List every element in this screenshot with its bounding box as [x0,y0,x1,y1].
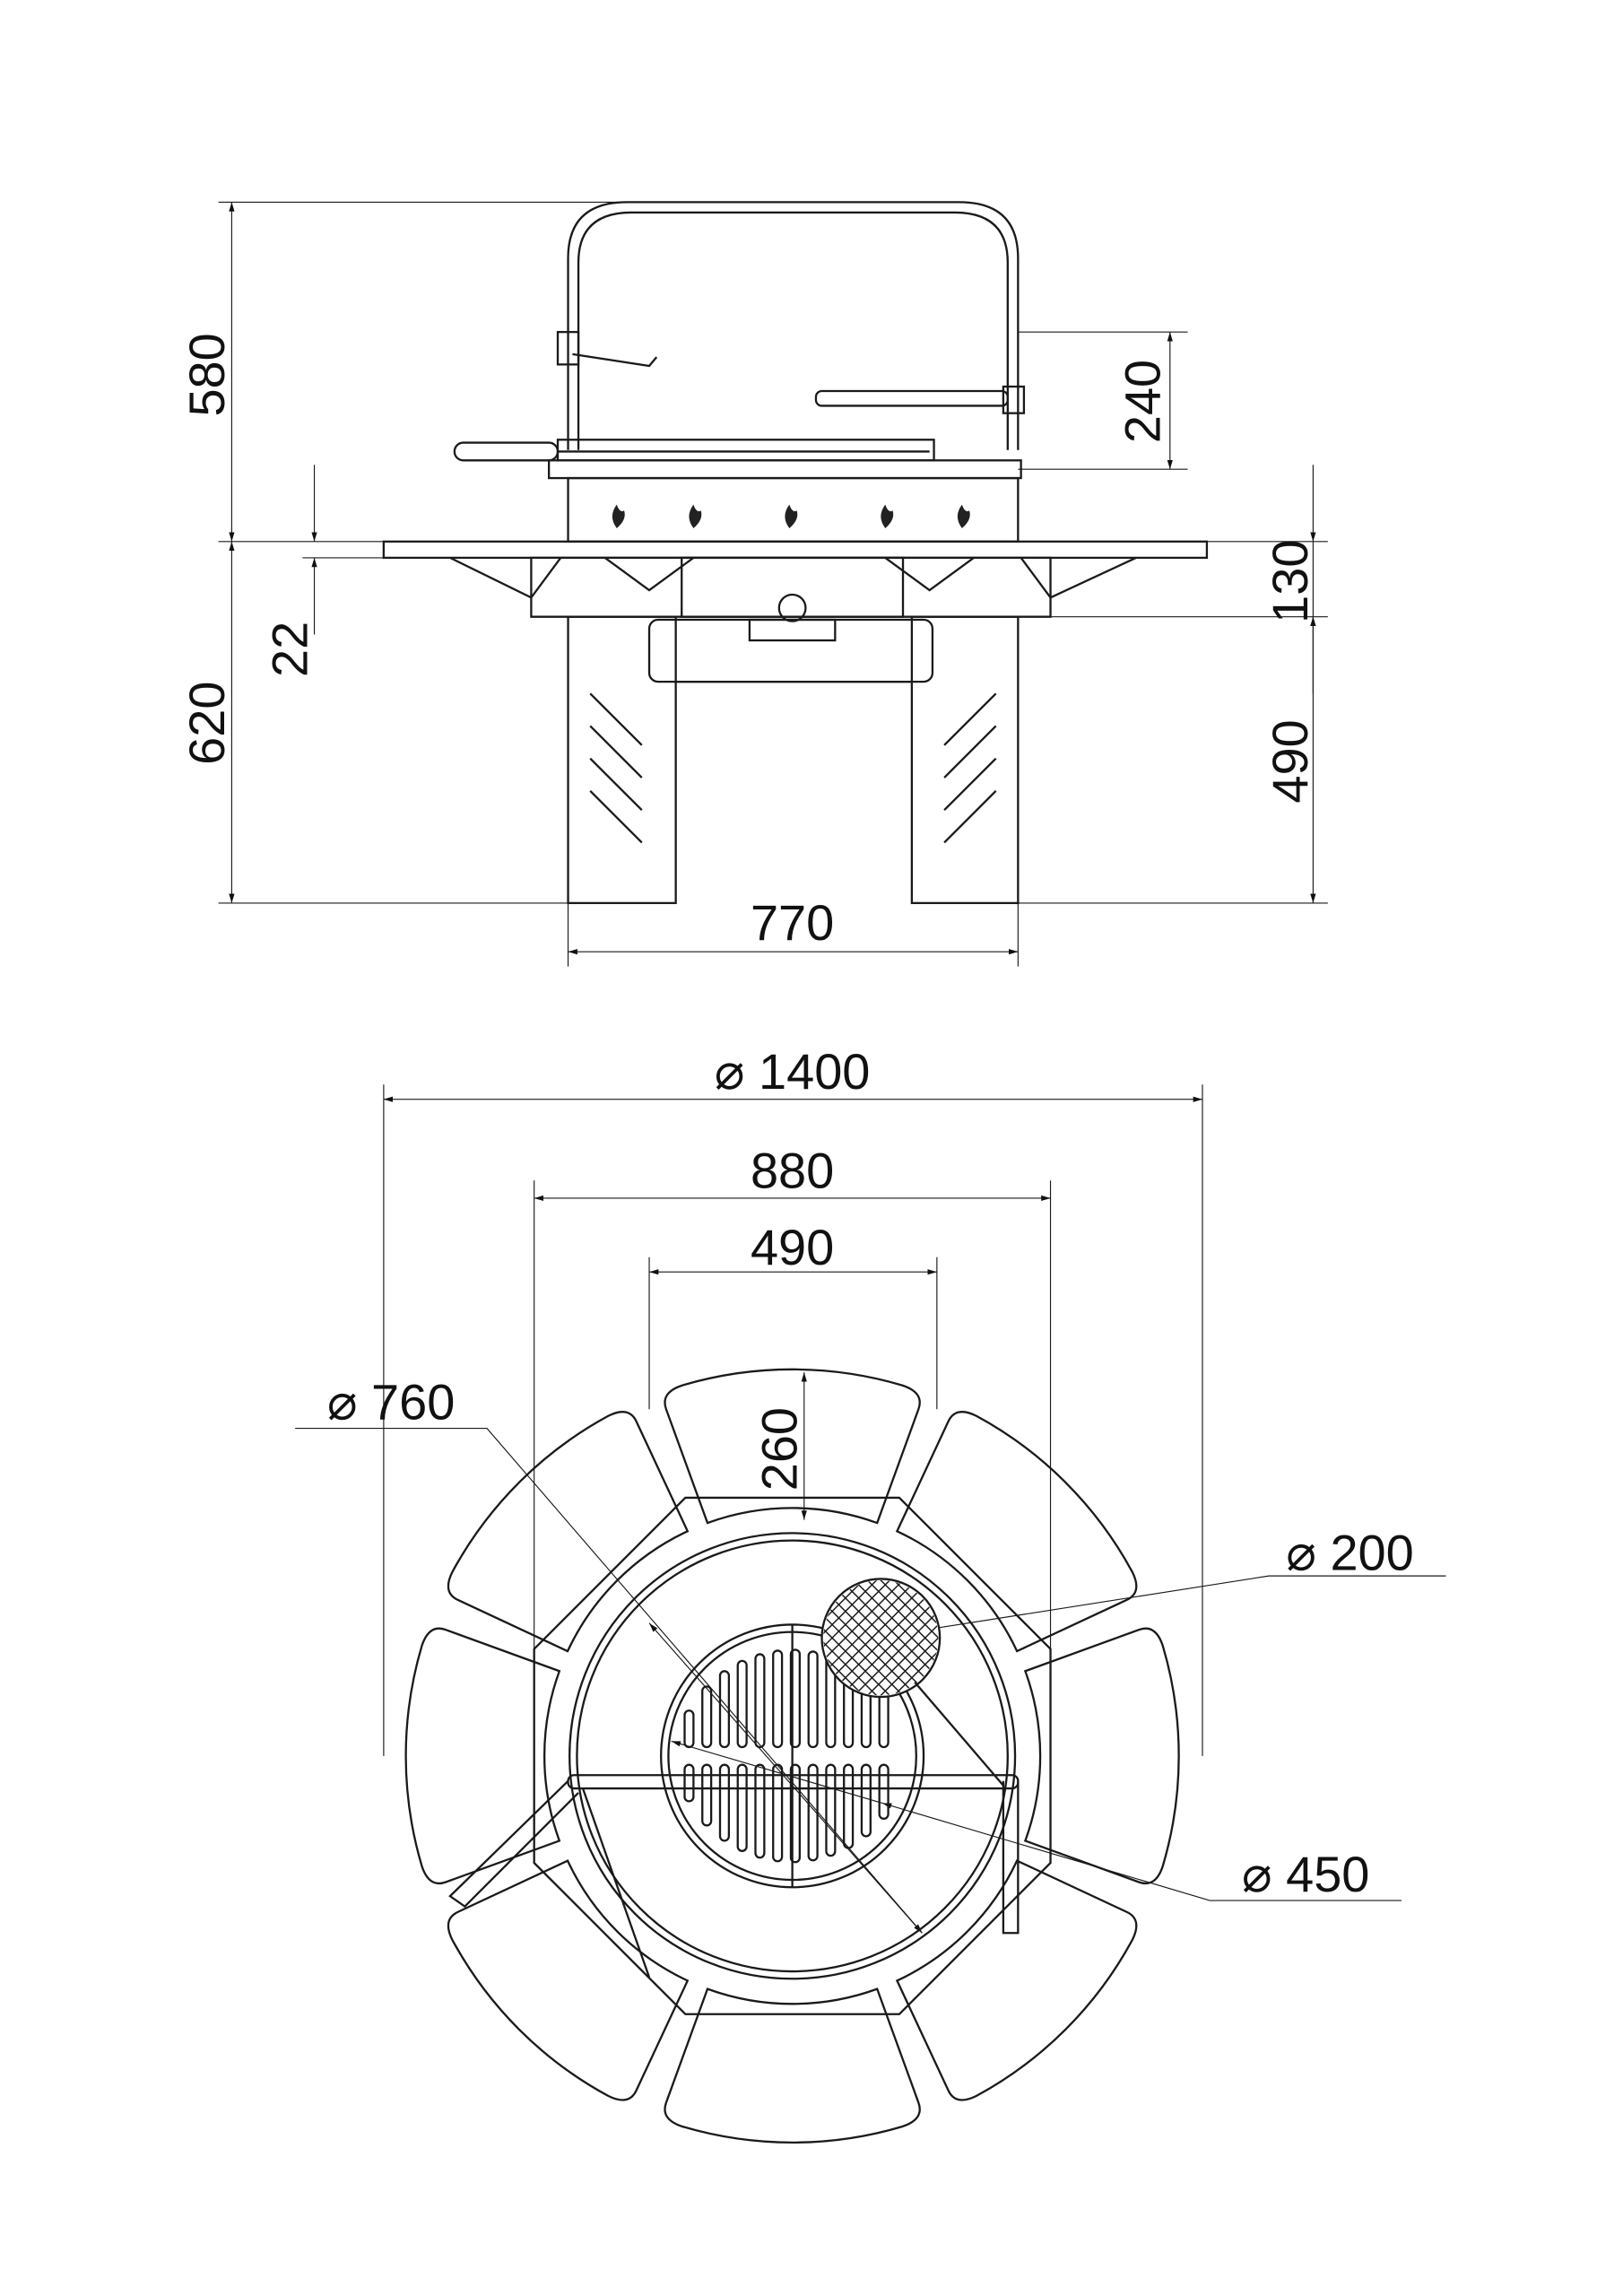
dimension-lines [229,202,1316,955]
mesh-line [879,1580,939,1696]
dim-880: 880 [751,1142,834,1198]
grill-elevation [382,201,1209,905]
mesh-line [823,1580,865,1696]
dim-760-diameter: ⌀ 760 [327,1374,456,1431]
grate-slot [807,1650,819,1749]
dim-580: 580 [178,333,235,416]
plan-extension-lines [383,1084,1203,1756]
vent-slots [589,692,997,844]
ash-drawer [647,618,934,683]
grate-slot [736,1659,748,1749]
grate-slot [843,1763,855,1849]
firebox [567,476,1020,543]
plan-view: ⌀ 1400 880 490 260 ⌀ 760 ⌀ 200 ⌀ 450 [295,1043,1446,2144]
dim-130: 130 [1262,540,1318,623]
grate-slot [754,1763,766,1859]
mesh-line [823,1580,879,1696]
table-petal [895,1859,1138,2101]
dim-490-height: 490 [1262,719,1318,803]
extension-lines [218,201,1328,967]
grate-slot [825,1763,837,1857]
mesh-line [891,1580,939,1696]
mesh-line [852,1580,939,1696]
flame-icons [612,504,970,528]
mesh-line [865,1580,939,1696]
mesh-line [823,1580,906,1696]
side-handle [448,1779,579,1909]
dim-770: 770 [751,894,834,951]
mesh-line [879,1580,939,1696]
table-petal [447,1411,690,1653]
table-petal [895,1411,1138,1653]
grate-slot [683,1709,695,1749]
dim-240: 240 [1114,360,1170,443]
grate-slot [718,1763,731,1842]
fire-ring [568,1532,1017,1980]
dim-450-diameter: ⌀ 450 [1242,1846,1370,1902]
grate-slot [878,1692,890,1749]
table-petal [404,1627,561,1885]
dim-260: 260 [751,1407,808,1491]
mesh-line [891,1580,939,1696]
grate-slot [789,1763,801,1864]
swing-arm-frame [567,201,1020,450]
mesh-line [823,1580,892,1696]
grill-handle [453,441,560,462]
grate-slot [807,1763,819,1862]
grate-slot [701,1685,713,1749]
grate-slot [860,1763,872,1838]
leg-right [910,615,1020,905]
grate-slot [878,1763,890,1821]
octagon-body [533,1496,1052,2015]
grate-slot [772,1649,784,1749]
mesh-line [823,1580,918,1696]
grate-slot [789,1648,801,1749]
small-grill [820,1578,942,1699]
grate-slot [718,1670,731,1749]
dim-620: 620 [178,682,235,765]
grate-slots [683,1648,890,1864]
table-top [382,540,1209,560]
mesh-line [823,1580,865,1696]
dim-200-diameter: ⌀ 200 [1286,1525,1414,1581]
grill-plan [448,1496,1052,2015]
table-petal [447,1859,690,2101]
grate-slot [772,1763,784,1863]
leg-left [567,615,677,905]
grate-slot [683,1763,695,1803]
grate-slot [754,1653,766,1749]
table-petals [404,1368,1180,2144]
grate-slot [736,1763,748,1852]
table-petal [664,1368,921,1525]
elevation-view: 580 620 22 240 130 490 770 [178,201,1328,967]
dim-22: 22 [261,622,317,677]
body [530,556,1052,618]
grate-slot [701,1763,713,1827]
table-petal [664,1987,921,2144]
dim-490-width: 490 [751,1219,834,1275]
table-petal [1023,1627,1180,1885]
dim-1400-diameter: ⌀ 1400 [715,1043,871,1100]
mesh-line [823,1580,879,1696]
